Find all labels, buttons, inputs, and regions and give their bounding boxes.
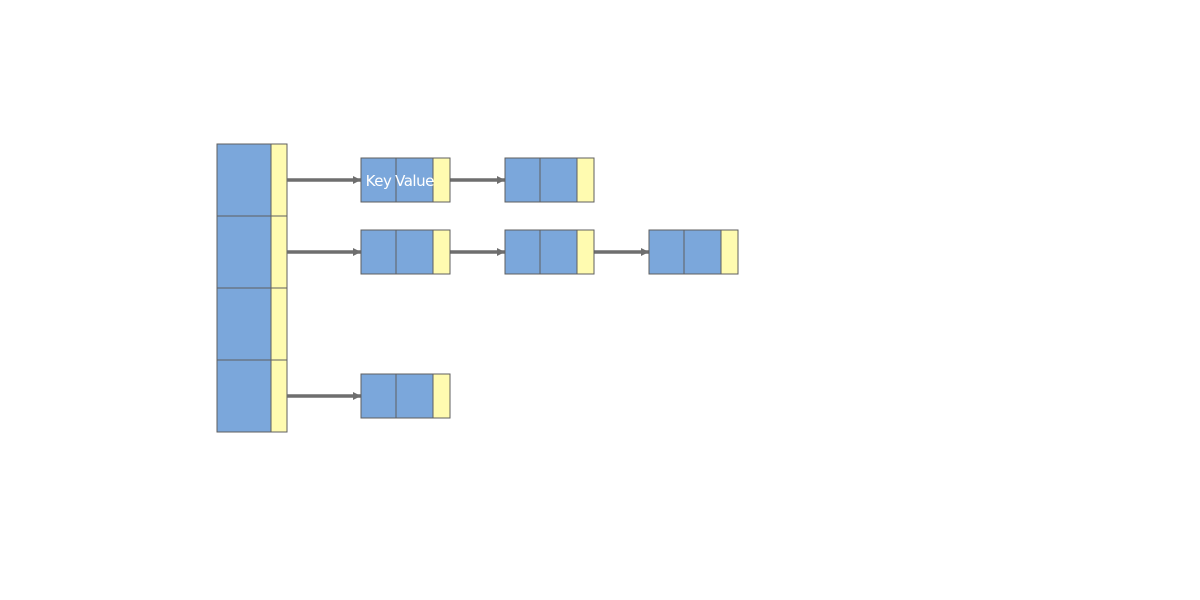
node-value-cell [683, 229, 722, 275]
node-key-cell [360, 157, 397, 203]
pointer-arrows [287, 176, 649, 400]
node-next-pointer-cell [576, 157, 595, 203]
node-key-label: Key [366, 172, 392, 190]
node-next-pointer-cell [720, 229, 739, 275]
node-value-cell [395, 373, 434, 419]
node-key-cell [504, 157, 541, 203]
node-key-cell [360, 229, 397, 275]
bucket-slot [216, 359, 272, 433]
bucket-slot [216, 215, 272, 289]
node-next-pointer-cell [432, 157, 451, 203]
bucket-1 [216, 143, 288, 217]
node-value-cell [395, 229, 434, 275]
node-key-cell [360, 373, 397, 419]
bucket-slot [216, 143, 272, 217]
chain-node [360, 229, 451, 275]
node-key-cell [504, 229, 541, 275]
bucket-array [216, 143, 288, 433]
node-key-cell [648, 229, 685, 275]
node-next-pointer-cell [432, 229, 451, 275]
node-value-label: Value [395, 172, 434, 190]
node-next-pointer-cell [576, 229, 595, 275]
bucket-pointer-cell [270, 287, 288, 361]
chain-node [360, 373, 451, 419]
bucket-pointer-cell [270, 143, 288, 217]
bucket-2 [216, 215, 288, 289]
chain-node [504, 229, 595, 275]
chain-node [504, 157, 595, 203]
bucket-slot [216, 287, 272, 361]
bucket-pointer-cell [270, 215, 288, 289]
node-next-pointer-cell [432, 373, 451, 419]
node-value-cell [539, 157, 578, 203]
chain-node [648, 229, 739, 275]
bucket-pointer-cell [270, 359, 288, 433]
bucket-3 [216, 287, 288, 361]
node-value-cell [539, 229, 578, 275]
bucket-4 [216, 359, 288, 433]
